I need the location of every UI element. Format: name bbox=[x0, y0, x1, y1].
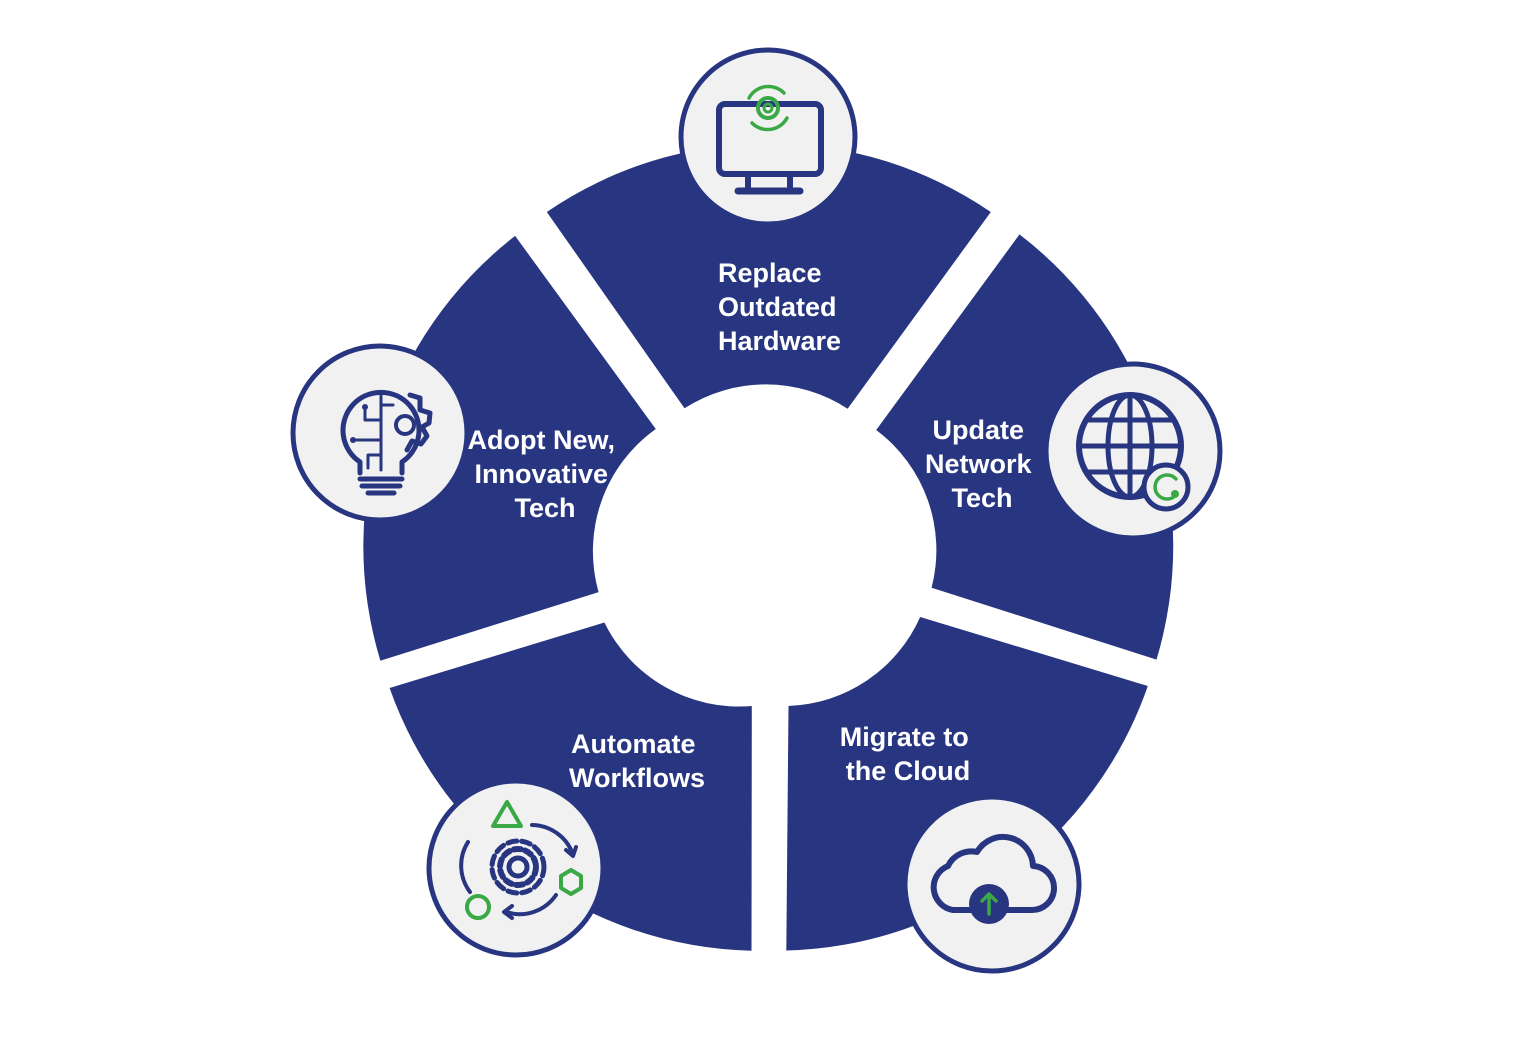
lightbulb-circuit-gear-icon bbox=[340, 389, 433, 496]
segment-adopt-tech bbox=[363, 235, 656, 661]
segment-label-replace-hardware: Replace Outdated Hardware bbox=[718, 258, 844, 356]
label-line: Replace bbox=[718, 258, 822, 288]
label-line: Adopt New, bbox=[467, 425, 615, 455]
label-line: Update bbox=[932, 415, 1024, 445]
label-line: Hardware bbox=[718, 326, 841, 356]
segment-replace-hardware bbox=[546, 143, 991, 409]
gear-cycle-icon bbox=[459, 800, 583, 920]
label-line: Automate bbox=[571, 729, 696, 759]
segment-update-network bbox=[876, 234, 1174, 660]
segment-label-adopt-tech: Adopt New, Innovative Tech bbox=[467, 425, 622, 523]
badge-replace-hardware bbox=[678, 47, 858, 227]
badge-update-network bbox=[1043, 361, 1223, 541]
label-line: the Cloud bbox=[846, 756, 970, 786]
label-line: Network bbox=[925, 449, 1033, 479]
globe-refresh-icon bbox=[1076, 392, 1191, 512]
label-line: Tech bbox=[951, 483, 1012, 513]
label-line: Outdated bbox=[718, 292, 837, 322]
segment-label-automate-workflows: Automate Workflows bbox=[569, 729, 705, 793]
segment-label-update-network: Update Network Tech bbox=[925, 415, 1039, 513]
segment-label-migrate-cloud: Migrate to the Cloud bbox=[840, 722, 977, 786]
label-line: Innovative bbox=[474, 459, 608, 489]
label-line: Workflows bbox=[569, 763, 705, 793]
label-line: Tech bbox=[514, 493, 575, 523]
badge-automate-workflows bbox=[426, 778, 606, 958]
badge-adopt-tech bbox=[290, 343, 470, 523]
cloud-upload-icon bbox=[930, 833, 1057, 924]
segment-automate-workflows bbox=[389, 622, 752, 951]
label-line: Migrate to bbox=[840, 722, 969, 752]
monitor-gear-icon bbox=[716, 84, 824, 195]
badge-migrate-cloud bbox=[902, 794, 1082, 974]
segment-migrate-cloud bbox=[786, 617, 1148, 951]
